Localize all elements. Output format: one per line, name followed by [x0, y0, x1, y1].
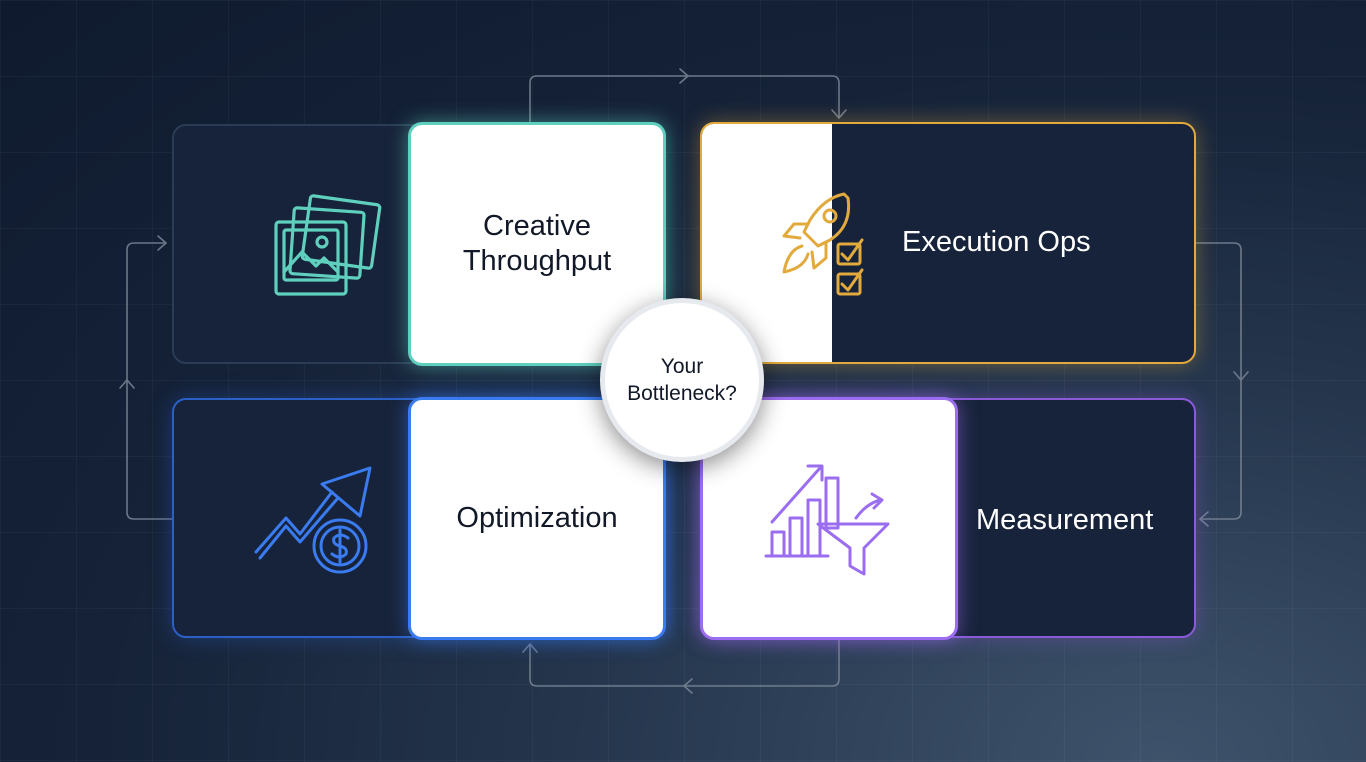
- creative-throughput-card: Creative Throughput: [408, 122, 666, 366]
- connector-right: [1195, 242, 1242, 520]
- growth-dollar-icon: [254, 466, 372, 574]
- execution-ops-panel: Execution Ops: [700, 122, 1196, 364]
- bottleneck-center-circle: Your Bottleneck?: [600, 298, 764, 462]
- arrow-left-up: [119, 379, 135, 389]
- arrow-left-right: [157, 235, 167, 251]
- arrow-bottom-left: [683, 678, 693, 694]
- execution-ops-label: Execution Ops: [902, 226, 1091, 258]
- connector-top: [529, 75, 840, 125]
- arrow-right-down: [1233, 371, 1249, 381]
- creative-throughput-label: Creative Throughput: [462, 210, 612, 277]
- connector-left: [126, 242, 173, 520]
- connector-bottom: [529, 639, 840, 687]
- rocket-checklist-icon: [782, 192, 864, 296]
- center-label: Your Bottleneck?: [627, 354, 737, 405]
- chart-funnel-icon: [764, 464, 890, 575]
- measurement-card: [700, 397, 958, 640]
- arrow-bottom-up: [522, 643, 538, 653]
- arrow-right-left: [1199, 511, 1209, 527]
- image-stack-icon: [274, 194, 382, 296]
- optimization-label: Optimization: [456, 502, 618, 535]
- measurement-label: Measurement: [976, 504, 1154, 536]
- arrow-top-right: [679, 68, 689, 84]
- arrow-top-down: [831, 109, 847, 119]
